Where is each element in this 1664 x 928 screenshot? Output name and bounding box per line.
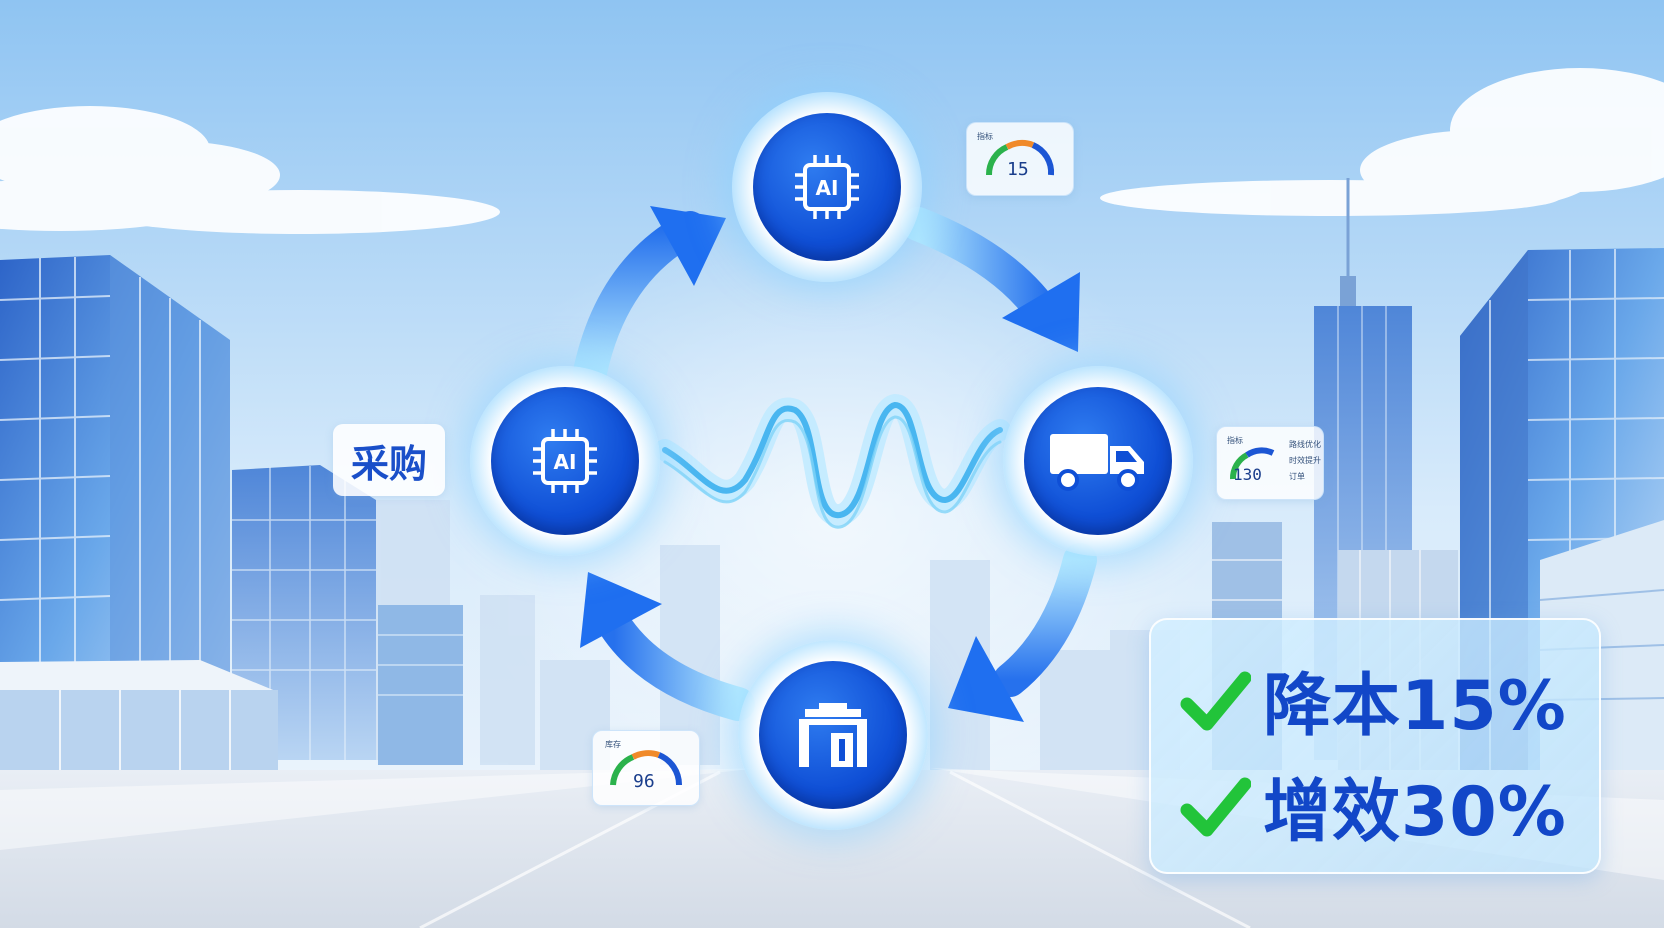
warehouse-icon: [799, 703, 867, 767]
gauge-bottom-value: 96: [633, 771, 655, 792]
cloud-left: [0, 106, 500, 234]
result-row-efficiency: 增效30%: [1179, 756, 1567, 855]
gauge-icon: [1230, 447, 1275, 480]
delivery-truck-icon: [1050, 434, 1144, 491]
result-efficiency-text: 增效30%: [1263, 773, 1567, 852]
ai-chip-icon: AI: [533, 429, 597, 493]
gauge-right-line-2: 时效提升: [1289, 456, 1321, 465]
gauge-top-caption: 指标: [977, 132, 993, 141]
procurement-label: 采购: [350, 441, 427, 486]
arrow-head-top-right: [1002, 272, 1080, 352]
gauge-icon: [610, 750, 683, 786]
warehouse-node[interactable]: [738, 640, 928, 830]
left-building-2: [232, 465, 463, 765]
distant-buildings: [370, 500, 1180, 770]
ai-chip-icon: AI: [795, 155, 859, 219]
left-tower: [0, 255, 230, 760]
cloud-right: [1100, 68, 1664, 216]
ai-node-left[interactable]: AI: [470, 366, 660, 556]
results-card: 降本15% 增效30%: [1149, 618, 1601, 874]
flow-arrows: [573, 206, 1097, 722]
arrow-head-left-top: [650, 206, 726, 286]
gauge-top-value: 15: [1007, 159, 1029, 180]
arrow-head-right-bottom: [948, 636, 1024, 722]
check-icon: [1180, 671, 1251, 730]
ai-node-top[interactable]: AI: [732, 92, 922, 282]
gauge-right-caption: 指标: [1227, 436, 1243, 445]
data-wave: [654, 393, 1011, 529]
gauge-icon: [985, 140, 1055, 176]
logistics-node[interactable]: [1003, 366, 1193, 556]
check-icon: [1180, 777, 1251, 836]
arrow-head-bottom-left: [580, 572, 662, 648]
procurement-label-card: 采购: [333, 424, 445, 496]
left-lowrise: [0, 660, 278, 770]
gauge-bottom-caption: 库存: [605, 740, 621, 749]
gauge-right-value: 130: [1233, 465, 1262, 484]
gauge-card-top: 指标 15: [966, 122, 1074, 196]
ai-chip-text: AI: [816, 176, 839, 200]
result-cost-text: 降本15%: [1263, 667, 1567, 746]
ai-chip-text: AI: [554, 450, 577, 474]
gauge-card-right: 指标 130 路线优化 时效提升 订单: [1216, 426, 1324, 500]
gauge-right-line-3: 订单: [1289, 472, 1305, 481]
gauge-right-line-1: 路线优化: [1289, 440, 1321, 449]
result-row-cost: 降本15%: [1179, 650, 1567, 749]
gauge-card-bottom: 库存 96: [592, 730, 700, 806]
